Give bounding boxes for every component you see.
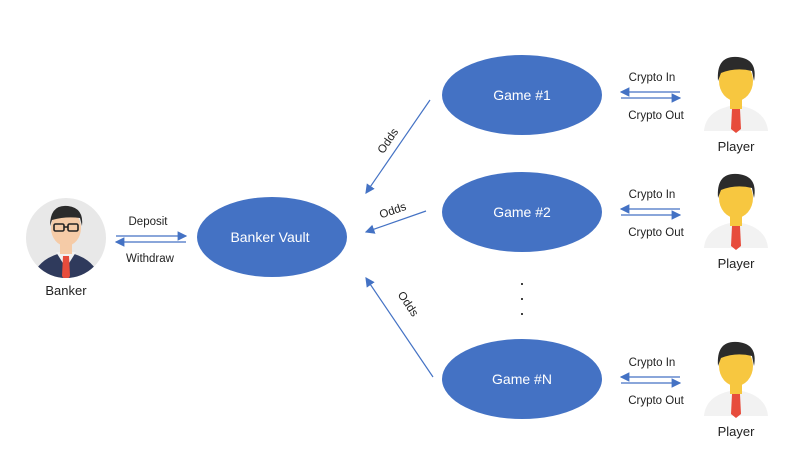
withdraw-label: Withdraw [126, 253, 175, 265]
banker-caption: Banker [45, 283, 87, 298]
crypto-out-label: Crypto Out [628, 227, 684, 239]
banker-avatar-icon [26, 198, 106, 278]
game-2-node [442, 172, 602, 252]
odds-label-gamen: Odds [395, 290, 420, 320]
deposit-label: Deposit [129, 216, 169, 228]
crypto-out-label: Crypto Out [628, 395, 684, 407]
player-caption: Player [718, 139, 756, 154]
game-n-node [442, 339, 602, 419]
game-1-node [442, 55, 602, 135]
odds-arrow-game2 [364, 210, 427, 234]
player-avatar-icon [704, 56, 768, 133]
player-caption: Player [718, 256, 756, 271]
banker-vault-node [197, 197, 347, 277]
banker-vault-label: Banker Vault [230, 229, 309, 245]
game-2-label: Game #2 [493, 204, 551, 220]
crypto-in-label: Crypto In [629, 189, 676, 201]
player-avatar-icon [704, 173, 768, 250]
odds-label-game1: Odds [376, 126, 401, 156]
odds-arrow-gamen [365, 277, 434, 378]
ellipsis-dot-2: · [519, 288, 525, 308]
ellipsis-dot-3: · [519, 303, 525, 323]
ellipsis-dot-1: · [519, 273, 525, 293]
odds-arrow-game1 [365, 99, 431, 194]
player-caption: Player [718, 424, 756, 439]
game-n-label: Game #N [492, 371, 552, 387]
crypto-in-label: Crypto In [629, 357, 676, 369]
crypto-in-label: Crypto In [629, 72, 676, 84]
player-avatar-icon [704, 341, 768, 418]
crypto-out-label: Crypto Out [628, 110, 684, 122]
game-1-label: Game #1 [493, 87, 551, 103]
